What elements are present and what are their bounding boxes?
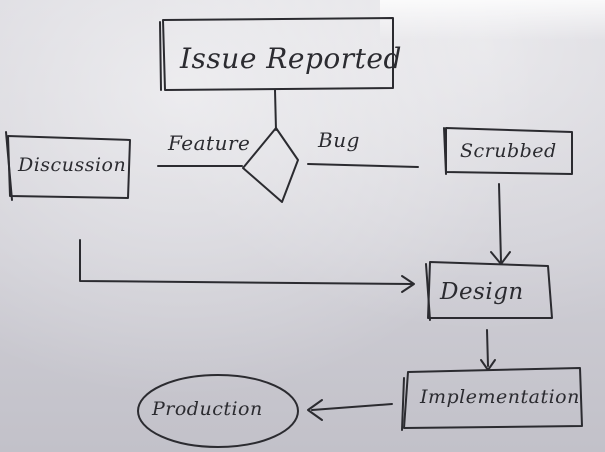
implementation-box	[403, 367, 583, 429]
design-to-impl-arrow	[486, 329, 489, 367]
issue-reported-box	[162, 17, 394, 91]
bug-line	[307, 163, 419, 168]
implementation-label: Implementation	[420, 386, 580, 408]
production-label: Production	[152, 398, 263, 420]
decision-diamond	[242, 127, 299, 203]
issue-to-decision-line	[274, 89, 277, 131]
design-label: Design	[440, 279, 524, 305]
discussion-to-design-arrow	[79, 239, 413, 285]
production-ellipse	[137, 374, 299, 448]
impl-to-production-arrow	[311, 403, 393, 411]
scrubbed-to-design-arrow	[498, 183, 502, 263]
scrubbed-label: Scrubbed	[460, 140, 557, 162]
discussion-label: Discussion	[18, 154, 127, 176]
bug-label: Bug	[318, 128, 360, 152]
issue-reported-label: Issue Reported	[180, 42, 402, 75]
feature-label: Feature	[168, 131, 251, 155]
glare	[380, 0, 605, 40]
